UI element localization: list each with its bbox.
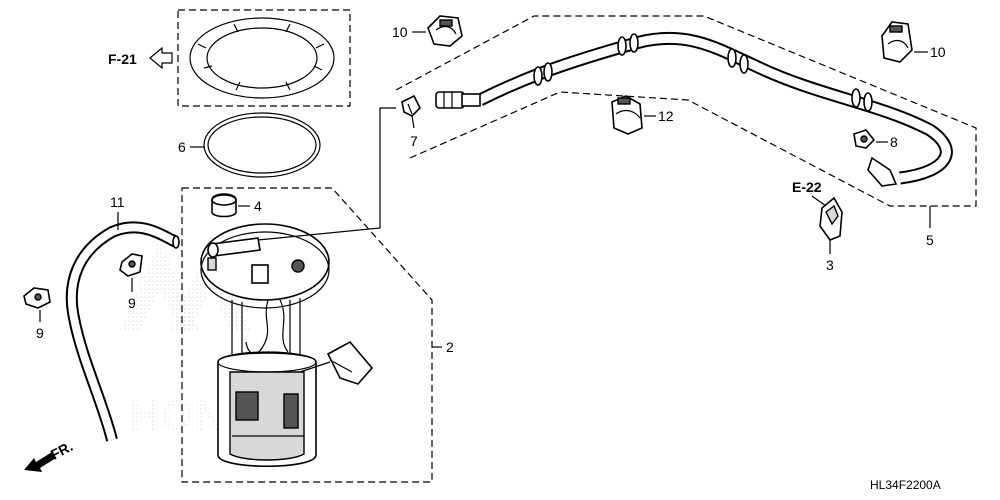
callout-12: 12 bbox=[658, 108, 674, 124]
fuel-pump-module bbox=[200, 223, 374, 468]
callout-9b: 9 bbox=[128, 295, 136, 311]
clip-part-7 bbox=[401, 94, 421, 117]
diagram-code: HL34F2200A bbox=[870, 478, 941, 492]
hose-clip-9b bbox=[119, 253, 143, 277]
f21-reference: F-21 bbox=[108, 46, 173, 70]
e22-reference: E-22 bbox=[792, 179, 822, 195]
callout-7: 7 bbox=[410, 133, 418, 149]
callout-2: 2 bbox=[446, 339, 454, 355]
hose-group-box bbox=[395, 15, 977, 207]
callout-9a: 9 bbox=[36, 325, 44, 341]
callout-10b: 10 bbox=[930, 44, 946, 60]
gasket bbox=[203, 112, 321, 178]
clip-part-8 bbox=[853, 129, 876, 149]
lock-ring bbox=[189, 17, 335, 99]
callout-4: 4 bbox=[254, 198, 262, 214]
hose-clamp-10a bbox=[427, 15, 463, 47]
ring-group-box bbox=[177, 9, 351, 107]
front-direction-arrow: FR. bbox=[24, 438, 75, 472]
leader-7-to-pump bbox=[257, 107, 396, 241]
hose-clamp-10b bbox=[881, 21, 913, 63]
callout-10a: 10 bbox=[392, 24, 408, 40]
bracket-part-3 bbox=[819, 196, 843, 241]
clip-part-4 bbox=[211, 193, 237, 218]
callout-11: 11 bbox=[110, 194, 125, 210]
callout-6: 6 bbox=[178, 139, 186, 155]
hose-clip-9a bbox=[23, 287, 51, 309]
feed-hose bbox=[435, 31, 953, 187]
svg-text:F-21: F-21 bbox=[108, 51, 137, 67]
breather-hose bbox=[65, 221, 180, 442]
pump-group-box bbox=[181, 187, 433, 483]
callout-3: 3 bbox=[826, 257, 834, 273]
callout-5: 5 bbox=[926, 232, 934, 248]
callout-8: 8 bbox=[890, 134, 898, 150]
hose-clamp-12 bbox=[611, 95, 643, 135]
